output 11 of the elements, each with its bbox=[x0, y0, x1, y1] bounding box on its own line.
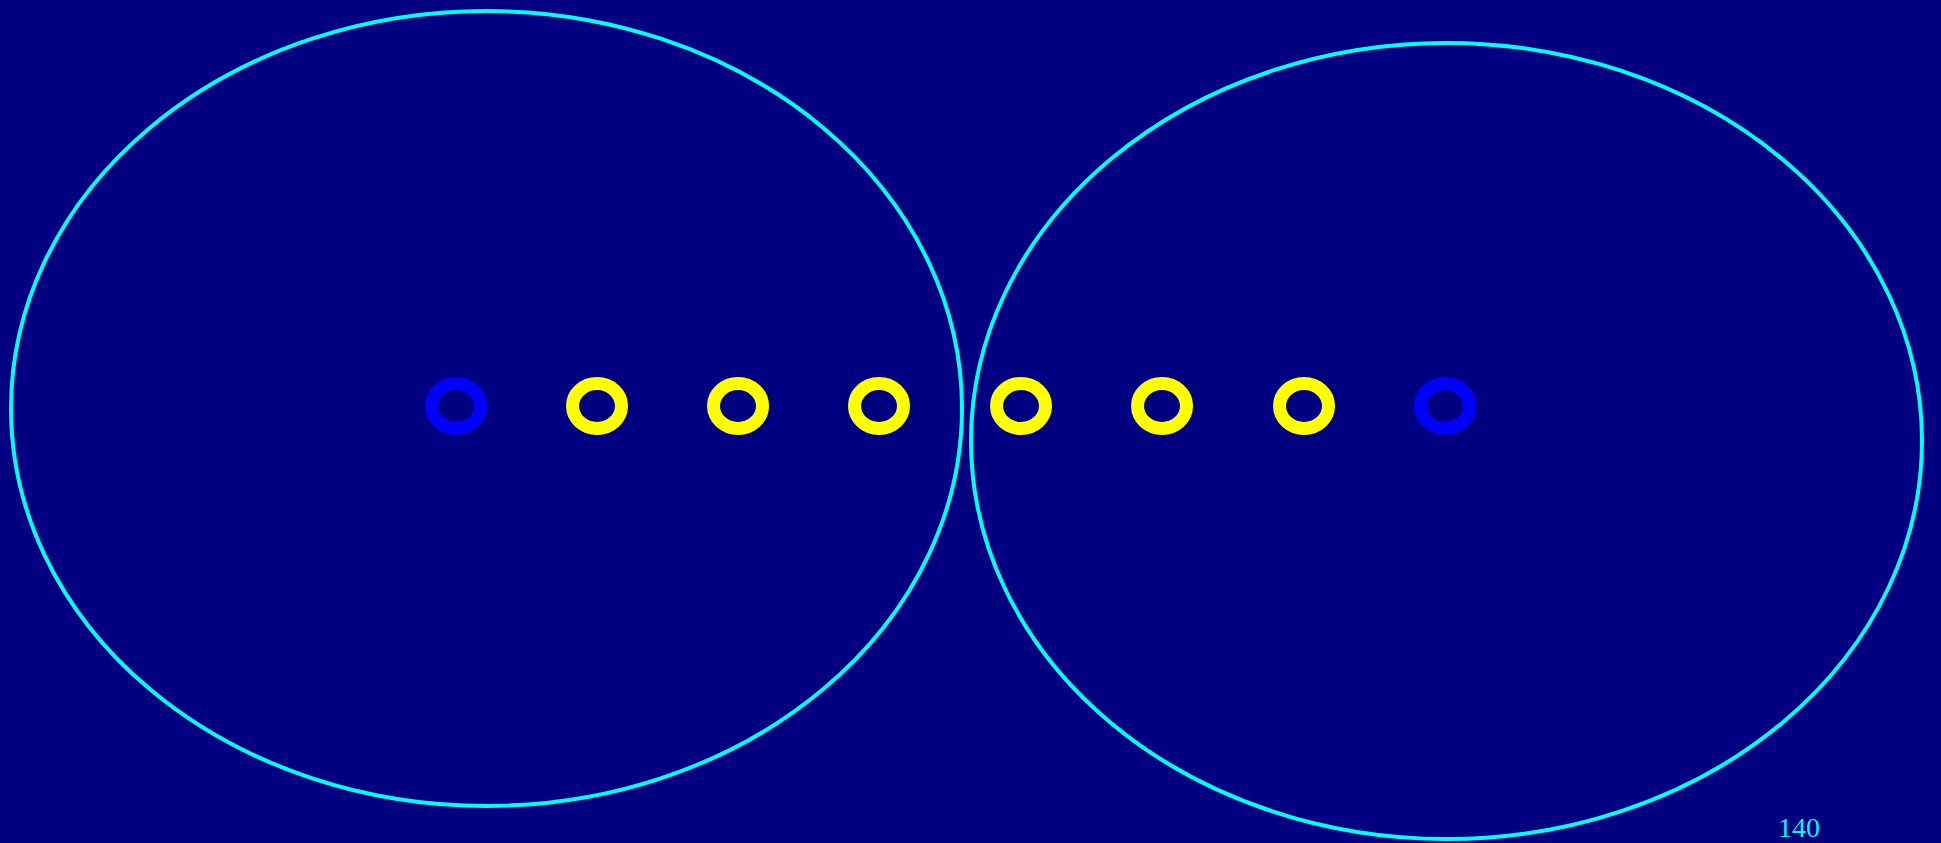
ring bbox=[425, 377, 487, 435]
ring bbox=[1131, 377, 1193, 435]
ring bbox=[848, 377, 910, 435]
ring bbox=[1414, 377, 1476, 435]
ring bbox=[990, 377, 1052, 435]
page-number: 140 bbox=[1778, 814, 1820, 842]
ring bbox=[707, 377, 769, 435]
ring bbox=[1273, 377, 1335, 435]
large-ellipse bbox=[969, 41, 1924, 841]
large-ellipse bbox=[9, 9, 964, 808]
ring bbox=[566, 377, 628, 435]
